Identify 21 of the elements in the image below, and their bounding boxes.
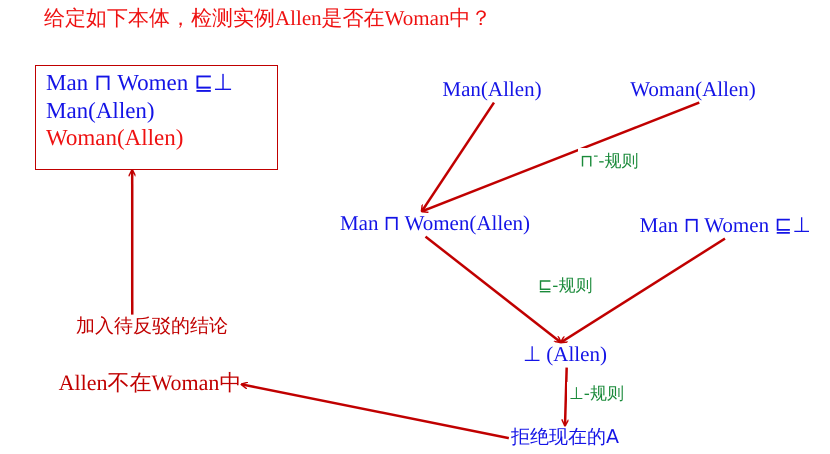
formula-text: ⊥ (Allen) [523,342,607,368]
formula-text: Man ⊓ Women ⊑⊥ [640,213,810,239]
conclusion-text: Allen不在Woman中 [58,370,242,396]
arrow [560,238,726,344]
arrow [420,101,700,214]
title: 给定如下本体，检测实例Allen是否在Woman中？ [44,6,492,32]
conclusion-text: 加入待反驳的结论 [76,314,228,338]
formula-text: Man(Allen) [442,77,542,103]
formula-line: Man(Allen) [46,96,155,124]
arrow [420,102,496,213]
conclusion-text: 拒绝现在的A [511,426,619,448]
arrow [240,381,510,440]
formula-line: Woman(Allen) [46,124,184,152]
formula-text: Woman(Allen) [630,77,756,103]
axiom-box [35,65,278,170]
arrow [424,236,562,344]
rule-label: ⊥-规则 [567,382,626,404]
arrow [128,168,136,315]
arrow [560,368,570,427]
formula-text: Man ⊓ Women(Allen) [340,211,530,237]
formula-line: Man ⊓ Women ⊑⊥ [46,69,233,97]
